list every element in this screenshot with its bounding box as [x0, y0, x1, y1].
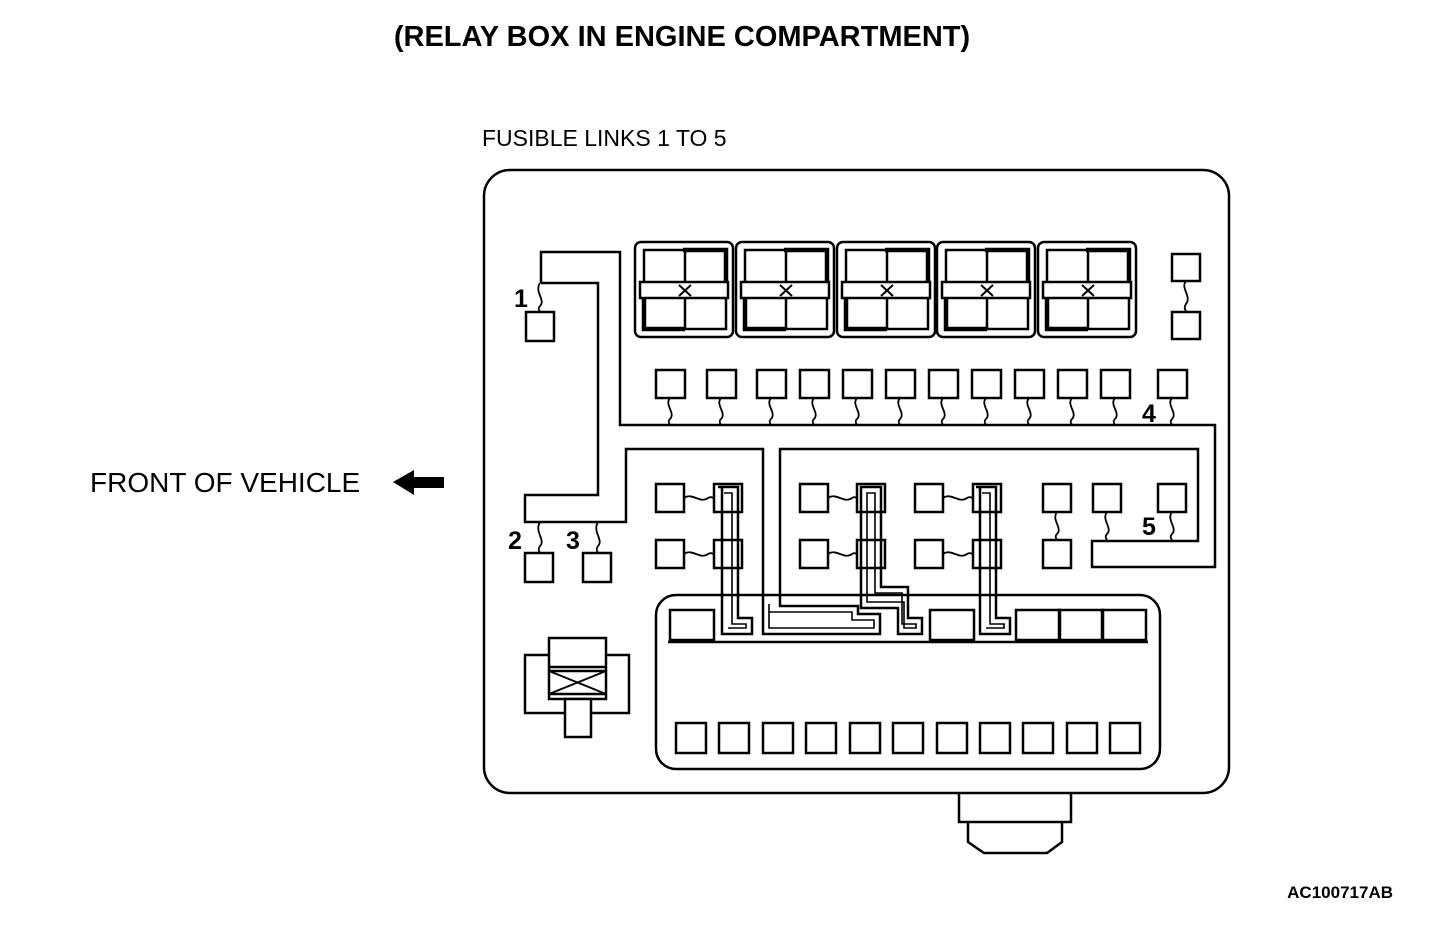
terminal-row-upper — [654, 368, 1189, 400]
terminal — [524, 310, 556, 343]
bottom-connector — [957, 793, 1073, 855]
bus-bar — [859, 485, 924, 636]
terminal — [1170, 310, 1202, 341]
relay-box-outline — [482, 168, 1231, 795]
front-arrow-icon — [393, 470, 444, 495]
fusible-links-label: FUSIBLE LINKS 1 TO 5 — [482, 125, 727, 151]
link-number-3: 3 — [566, 527, 580, 555]
fusible-link-block-1 — [633, 240, 735, 339]
bus-bar — [982, 492, 1005, 629]
bus-bar — [866, 492, 917, 629]
link-number-4: 4 — [1142, 400, 1156, 428]
bus-bar — [768, 604, 875, 629]
terminal-row-block-upper — [668, 608, 1148, 642]
bus-bar — [976, 485, 1012, 636]
terminal — [1170, 252, 1202, 283]
terminal-group-middle — [654, 482, 1188, 570]
front-of-vehicle-label: FRONT OF VEHICLE — [90, 467, 360, 498]
bus-bar — [724, 492, 747, 629]
link-wire — [1183, 280, 1189, 313]
link-number-2: 2 — [508, 527, 522, 555]
fusible-link-block-2 — [734, 240, 836, 339]
link-number-1: 1 — [514, 285, 528, 313]
link-wire — [537, 521, 543, 554]
terminal-row-wires — [667, 397, 1175, 426]
terminal — [523, 551, 555, 584]
terminal-row-block-lower — [674, 721, 1142, 755]
terminal — [581, 551, 613, 584]
fusible-link-block-3 — [835, 240, 937, 339]
bus-bar — [761, 599, 882, 636]
diagram-title: (RELAY BOX IN ENGINE COMPARTMENT) — [394, 21, 970, 53]
relay-block-lower — [654, 593, 1162, 771]
link-wire — [537, 282, 543, 313]
terminal-group-wires — [683, 495, 1175, 557]
fusible-link-block-4 — [935, 240, 1037, 339]
bus-bar — [718, 485, 754, 636]
link-wire — [595, 521, 601, 554]
fusible-link-block-5 — [1036, 240, 1138, 339]
fusible-link-1-bus — [523, 250, 1217, 599]
figure-code: AC100717AB — [1287, 883, 1393, 902]
link-number-5: 5 — [1142, 513, 1156, 541]
relay-component — [523, 636, 631, 739]
